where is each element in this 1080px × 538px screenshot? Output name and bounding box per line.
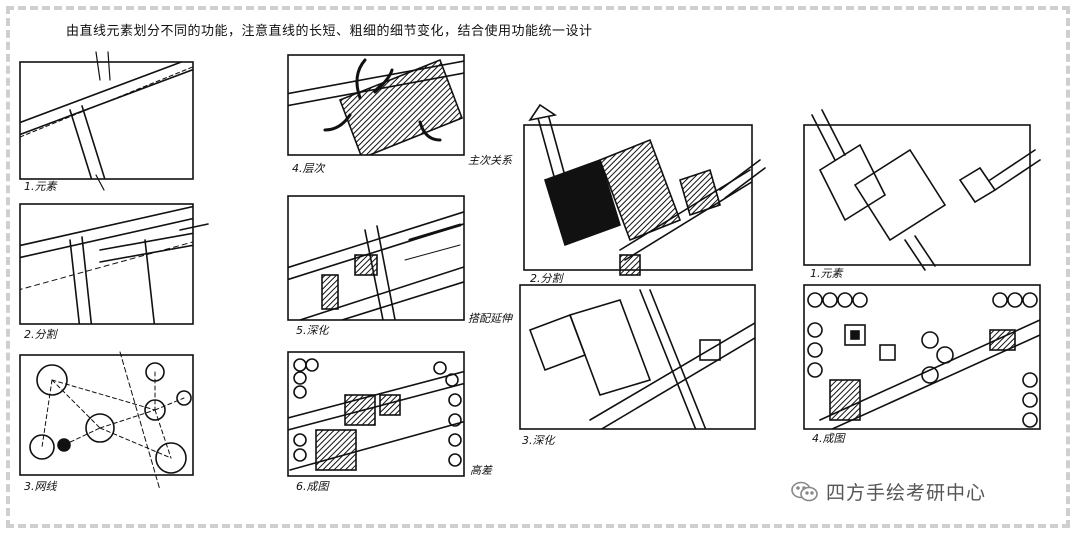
panel-c4-1 [803, 109, 1041, 271]
label-c1-3: 3.网线 [24, 480, 57, 493]
wechat-icon [790, 480, 820, 504]
panel-c3-2 [519, 284, 756, 430]
label-c4-1: 1.元素 [810, 267, 843, 280]
panel-c1-3 [19, 351, 194, 491]
panel-c4-2 [803, 284, 1041, 430]
watermark-text: 四方手绘考研中心 [826, 482, 987, 504]
panel-c2-1 [287, 54, 465, 156]
label-c2-2-side: 搭配延伸 [468, 312, 512, 325]
page-heading: 由直线元素划分不同的功能，注意直线的长短、粗细的细节变化，结合使用功能统一设计 [66, 24, 593, 39]
panel-c1-2 [19, 203, 209, 325]
label-c2-2: 5.深化 [296, 324, 329, 337]
label-c1-1: 1.元素 [24, 180, 57, 193]
panel-c2-3 [287, 351, 465, 477]
label-c2-1: 4.层次 [292, 162, 325, 175]
label-c2-1-side: 主次关系 [468, 154, 512, 167]
panel-c3-1 [523, 103, 766, 276]
dashed-frame [6, 6, 1070, 528]
label-c3-1: 2.分割 [530, 272, 563, 285]
label-c3-2: 3.深化 [522, 434, 555, 447]
panel-c1-1 [19, 51, 194, 191]
label-c2-3-side: 高差 [470, 464, 492, 477]
watermark: 四方手绘考研中心 [790, 478, 986, 505]
label-c1-2: 2.分割 [24, 328, 57, 341]
label-c2-3: 6.成图 [296, 480, 329, 493]
label-c4-2: 4.成图 [812, 432, 845, 445]
panel-c2-2 [287, 195, 465, 321]
